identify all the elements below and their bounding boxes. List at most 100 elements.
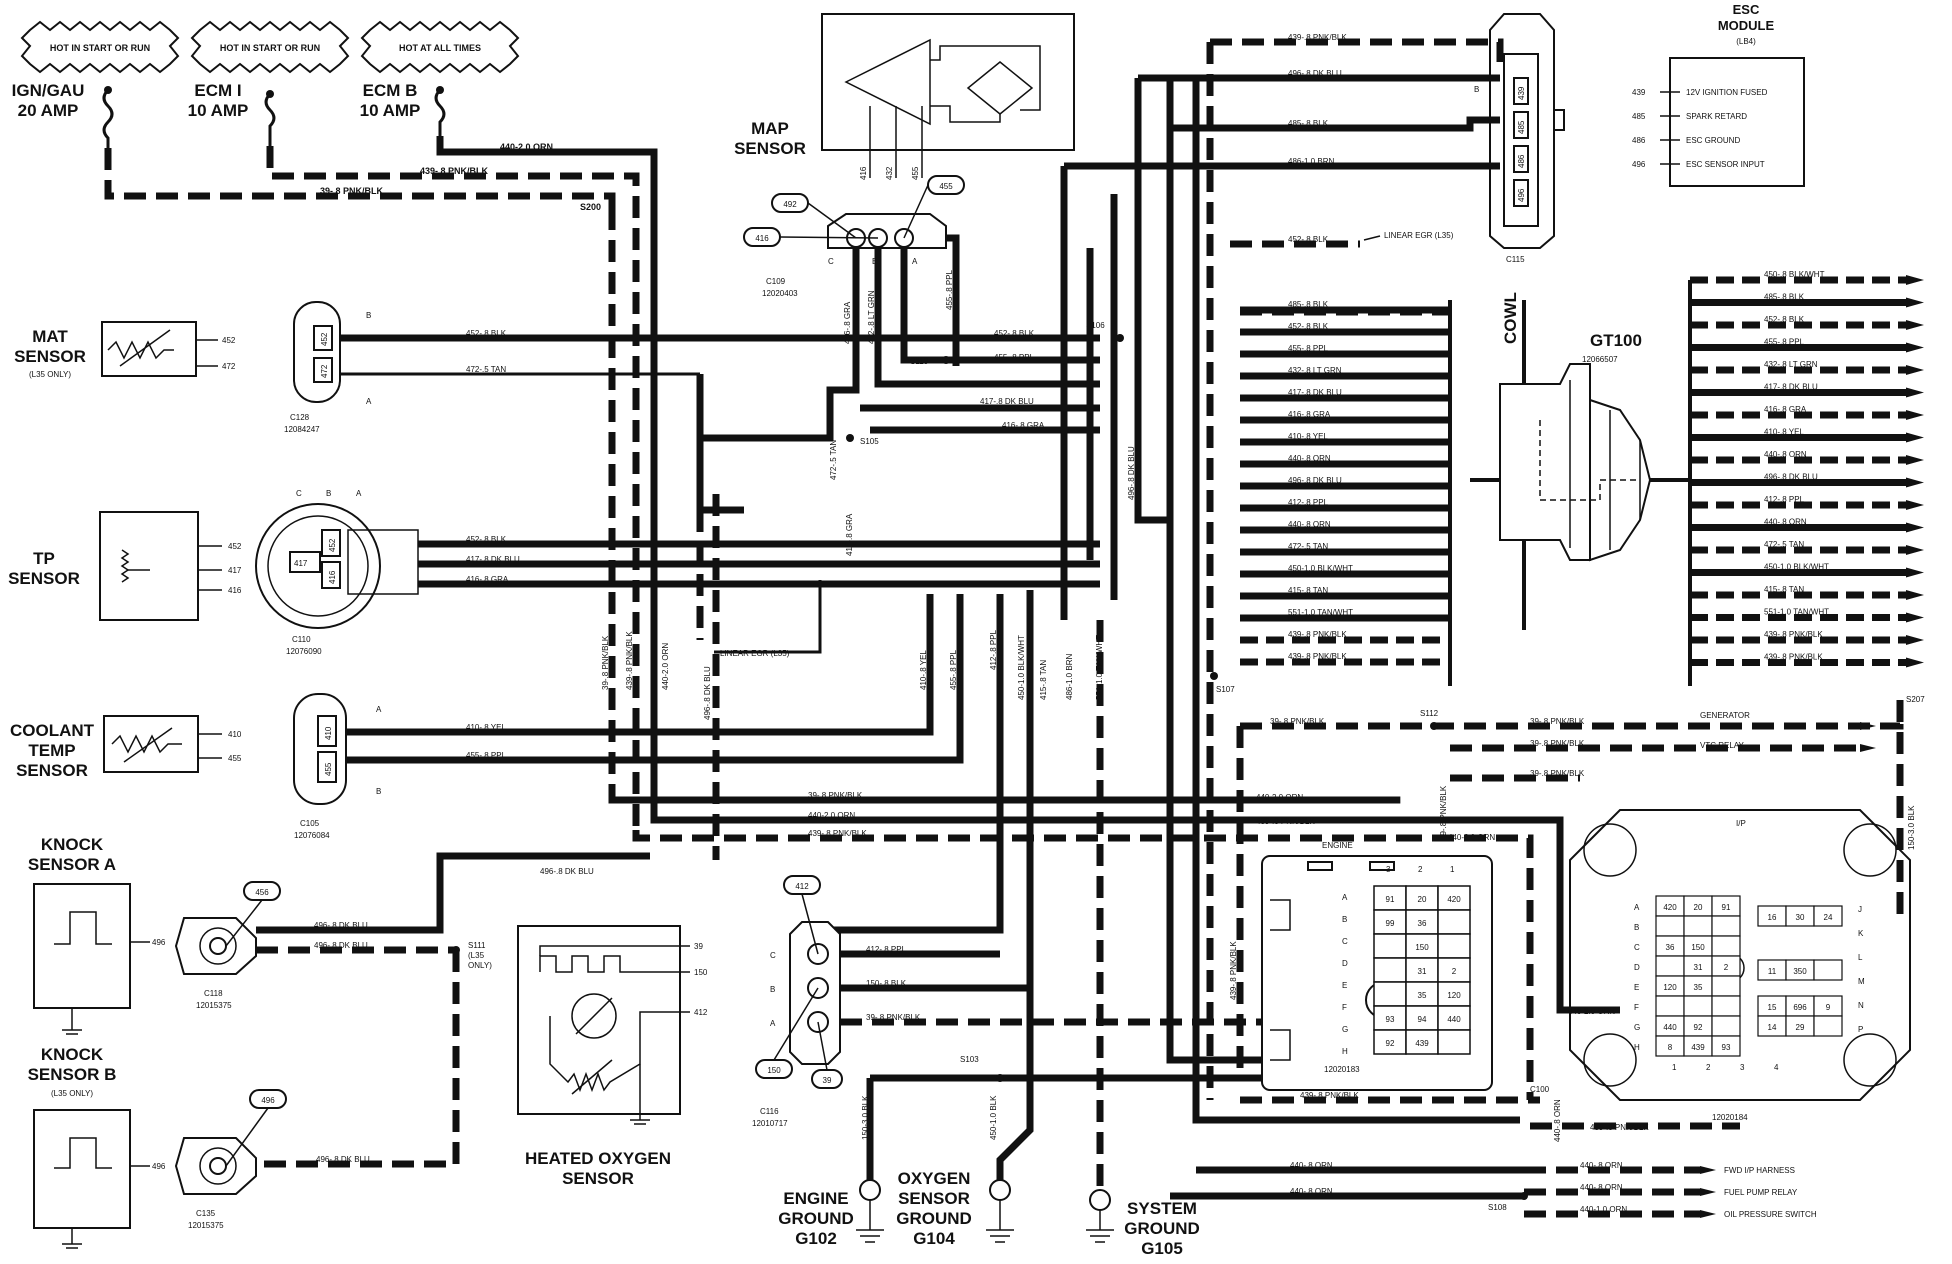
wire-label: 440-2.0 ORN (1256, 793, 1303, 802)
bus-wire-label: 412-.8 PPL (1764, 495, 1805, 504)
wire-label: 150-3.0 BLK (861, 1095, 870, 1140)
wire-label: 472-.5 TAN (829, 440, 838, 480)
gt100-connector: COWL GT100 12066507 (1470, 292, 1690, 630)
wire-label: 440-.8 ORN (1580, 1161, 1623, 1170)
ground-label: G105 (1141, 1239, 1183, 1258)
pin-label: 486 (1517, 154, 1526, 168)
wire-label: 450-1.0 BLK/WHT (1017, 635, 1026, 700)
wire-label: 416-.8 GRA (845, 513, 854, 556)
ip-cell-label: 440 (1663, 1023, 1677, 1032)
wire-label: 440-.8 ORN (1580, 1183, 1623, 1192)
ip-cell (1813, 905, 1843, 927)
wire-label: 496-.8 DK BLU (314, 921, 368, 930)
tp-sensor: TP SENSOR 452 417 416 417 452 416 C B A … (8, 489, 419, 656)
pin-label: 485 (1517, 120, 1526, 134)
arrow-icon (1906, 342, 1924, 353)
wire-label: 440-.8 ORN (1290, 1187, 1333, 1196)
arrow-icon (1906, 635, 1924, 645)
pin-label: 496 (152, 938, 166, 947)
wire-label: 496-.8 DK BLU (314, 941, 368, 950)
destination-label: OIL PRESSURE SWITCH (1724, 1210, 1817, 1219)
pin-letter: C (296, 489, 302, 498)
esc-row-label: 12V IGNITION FUSED (1686, 88, 1768, 97)
engine-cell (1437, 981, 1471, 1007)
fuse-name: ECM I (194, 81, 241, 100)
wire-label: 440-2.0 ORN (500, 142, 553, 152)
wire-label: 486-1.0 BRN (1065, 654, 1074, 700)
wire-label: 439-.8 PNK/BLK (1300, 1091, 1359, 1100)
ip-cell (1813, 959, 1843, 981)
engine-cell-label: 20 (1418, 895, 1427, 904)
arrow-icon (1906, 432, 1924, 443)
wire-label: 439-.8 PNK/BLK (808, 829, 867, 838)
pin-label: 416 (228, 586, 242, 595)
fuse-rating: 20 AMP (18, 101, 79, 120)
wire-label: 496-.8 DK BLU (316, 1155, 370, 1164)
pin-label: 410 (228, 730, 242, 739)
wire-label: 452-.8 BLK (1288, 235, 1329, 244)
pin-label: 455 (324, 762, 333, 776)
connector-title: GT100 (1590, 331, 1642, 350)
pin-label: 39 (694, 942, 703, 951)
component-title: KNOCK (41, 835, 104, 854)
ip-cell-label: 8 (1668, 1043, 1673, 1052)
bus-wire-label: 452-.8 BLK (1288, 322, 1329, 331)
bus-wire-label: 439-.8 PNK/BLK (1764, 653, 1823, 662)
wire-label: 412-.8 PPL (866, 945, 907, 954)
ip-cell-label: 30 (1796, 913, 1805, 922)
connector-label: C105 (300, 819, 320, 828)
wire-label: 416-.8 GRA (843, 301, 852, 344)
ip-cell-label: 35 (1694, 983, 1703, 992)
ip-col-number: 3 (1740, 1063, 1745, 1072)
fuse-name: ECM B (363, 81, 418, 100)
arrow-icon (1906, 567, 1924, 578)
ip-cell (1813, 1015, 1843, 1037)
ip-cell (1711, 975, 1741, 997)
arrow-icon (1906, 477, 1924, 488)
wire-label: 417-.8 DK BLU (466, 555, 520, 564)
ip-cell-label: 15 (1768, 1003, 1777, 1012)
wire-label: 472-.5 TAN (466, 365, 506, 374)
bus-wire-label: 450-.8 BLK/WHT (1764, 270, 1825, 279)
connector-part: 12020403 (762, 289, 798, 298)
ip-cell (1655, 995, 1685, 1017)
pin-label: 472 (222, 362, 236, 371)
ground-label: ENGINE (783, 1189, 848, 1208)
engine-col-number: 3 (1386, 865, 1391, 874)
cowl-label: COWL (1501, 292, 1520, 344)
fuse-rating: 10 AMP (360, 101, 421, 120)
ip-row-letter: A (1634, 903, 1640, 912)
pin-label: 452 (228, 542, 242, 551)
pin-letter: A (912, 257, 918, 266)
connector-label: C115 (1506, 255, 1525, 264)
wire-label: 440-2.0 ORN (1568, 1007, 1615, 1016)
pin-label: 150 (694, 968, 708, 977)
coolant-sensor: COOLANT TEMP SENSOR 410 455 410 455 A B … (10, 693, 382, 840)
bus-wire-label: 416-.8 GRA (1288, 410, 1331, 419)
wire-label: 486-1.0 BRN (1288, 157, 1334, 166)
wire-label: 455-.8 PPL (466, 751, 507, 760)
component-title: KNOCK (41, 1045, 104, 1064)
bus-wire-label: 439-.8 PNK/BLK (1764, 630, 1823, 639)
wire-label: 452-.8 BLK (466, 329, 507, 338)
splice-label: S106 (1086, 321, 1105, 330)
knock-sensor-a: KNOCK SENSOR A 496 456 C118 12015375 (28, 835, 281, 1035)
ip-cell (1711, 1015, 1741, 1037)
ip-cell (1711, 995, 1741, 1017)
fuse-warning-label: HOT IN START OR RUN (220, 43, 320, 53)
wire-label: 150-3.0 BLK (1907, 805, 1916, 850)
wire-label: 412-.8 PPL (989, 629, 998, 670)
component-title: MODULE (1718, 18, 1775, 33)
engine-cell-label: 92 (1386, 1039, 1395, 1048)
oxygen-sensor-ground: OXYGEN SENSOR GROUND G104 (896, 1169, 1014, 1248)
cavity-label: 456 (255, 888, 269, 897)
knock-sensor-b: KNOCK SENSOR B (L35 ONLY) 496 496 C135 1… (28, 1045, 287, 1249)
ground-label: G104 (913, 1229, 955, 1248)
wire-label: 440-2.0 ORN (1448, 833, 1495, 842)
pin-label: 416 (859, 166, 868, 180)
engine-row-letter: F (1342, 1003, 1347, 1012)
ip-row-letter: N (1858, 1001, 1864, 1010)
connector-part: 12010717 (752, 1119, 788, 1128)
component-title: ESC (1733, 2, 1760, 17)
bus-wire-label: 455-.8 PPL (1288, 344, 1329, 353)
